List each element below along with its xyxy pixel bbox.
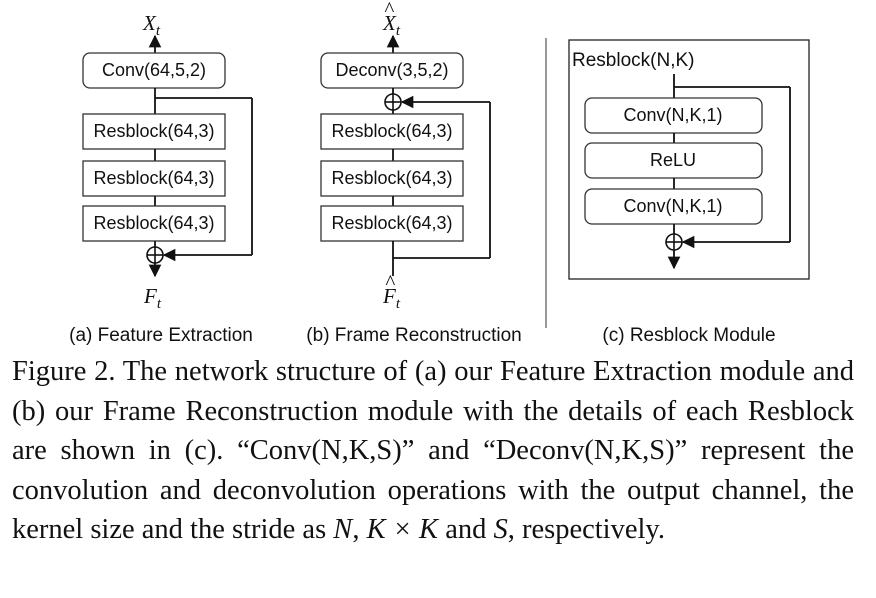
caption-text: and — [438, 514, 494, 545]
caption-math-kxk: K × K — [366, 514, 439, 545]
svg-text:Conv(N,K,1): Conv(N,K,1) — [623, 105, 722, 125]
panel-resblock-module: Resblock(N,K) Conv(N,K,1) ReLU Conv(N,K,… — [568, 39, 810, 346]
caption-text: Figure 2. The network structure of (a) o… — [12, 356, 854, 545]
output-feature-label: Ft — [143, 284, 162, 312]
conv-block: Conv(64,5,2) — [82, 52, 226, 89]
relu-layer: ReLU — [584, 142, 763, 179]
caption-text: , respectively. — [507, 514, 665, 545]
conv-layer-1: Conv(N,K,1) — [584, 97, 763, 134]
panel-b-caption: (b) Frame Reconstruction — [306, 325, 521, 346]
reconstructed-frame-hat: ^ — [384, 0, 395, 21]
input-frame-label: Xt — [142, 11, 161, 39]
resblock-1: Resblock(64,3) — [82, 113, 226, 150]
panel-feature-extraction: Xt Conv(64,5,2) Resblock(64,3) Resblock(… — [69, 11, 253, 346]
svg-text:Conv(N,K,1): Conv(N,K,1) — [623, 196, 722, 216]
reconstructed-feature-label: Ft — [382, 284, 401, 312]
caption-math-n: N — [333, 514, 353, 545]
svg-text:Resblock(64,3): Resblock(64,3) — [93, 121, 214, 141]
panel-c-caption: (c) Resblock Module — [602, 325, 775, 346]
svg-text:Resblock(64,3): Resblock(64,3) — [331, 213, 452, 233]
panel-frame-reconstruction: ^ Xt Deconv(3,5,2) Resblock(64,3) Resblo… — [306, 0, 521, 346]
resblock-3: Resblock(64,3) — [82, 205, 226, 242]
sum-icon — [665, 233, 683, 251]
sum-icon — [146, 246, 164, 264]
svg-text:ReLU: ReLU — [650, 150, 696, 170]
deconv-block: Deconv(3,5,2) — [320, 52, 464, 89]
network-diagram: Xt Conv(64,5,2) Resblock(64,3) Resblock(… — [69, 0, 810, 346]
sum-icon — [384, 93, 402, 111]
figure-caption: Figure 2. The network structure of (a) o… — [12, 352, 854, 550]
resblock-2: Resblock(64,3) — [82, 160, 226, 197]
resblock-3: Resblock(64,3) — [320, 205, 464, 242]
reconstructed-frame-label: Xt — [382, 11, 401, 39]
svg-text:Resblock(64,3): Resblock(64,3) — [331, 168, 452, 188]
panel-a-caption: (a) Feature Extraction — [69, 325, 253, 346]
reconstructed-feature-hat: ^ — [385, 270, 396, 294]
conv-layer-2: Conv(N,K,1) — [584, 188, 763, 225]
svg-text:Resblock(64,3): Resblock(64,3) — [93, 213, 214, 233]
caption-text: , — [352, 514, 367, 545]
svg-text:Resblock(64,3): Resblock(64,3) — [331, 121, 452, 141]
svg-text:Resblock(64,3): Resblock(64,3) — [93, 168, 214, 188]
resblock-outer-frame — [568, 39, 810, 280]
resblock-title: Resblock(N,K) — [572, 50, 694, 71]
resblock-2: Resblock(64,3) — [320, 160, 464, 197]
svg-text:Deconv(3,5,2): Deconv(3,5,2) — [335, 60, 448, 80]
resblock-1: Resblock(64,3) — [320, 113, 464, 150]
svg-text:Conv(64,5,2): Conv(64,5,2) — [102, 60, 206, 80]
caption-math-s: S — [493, 514, 508, 545]
